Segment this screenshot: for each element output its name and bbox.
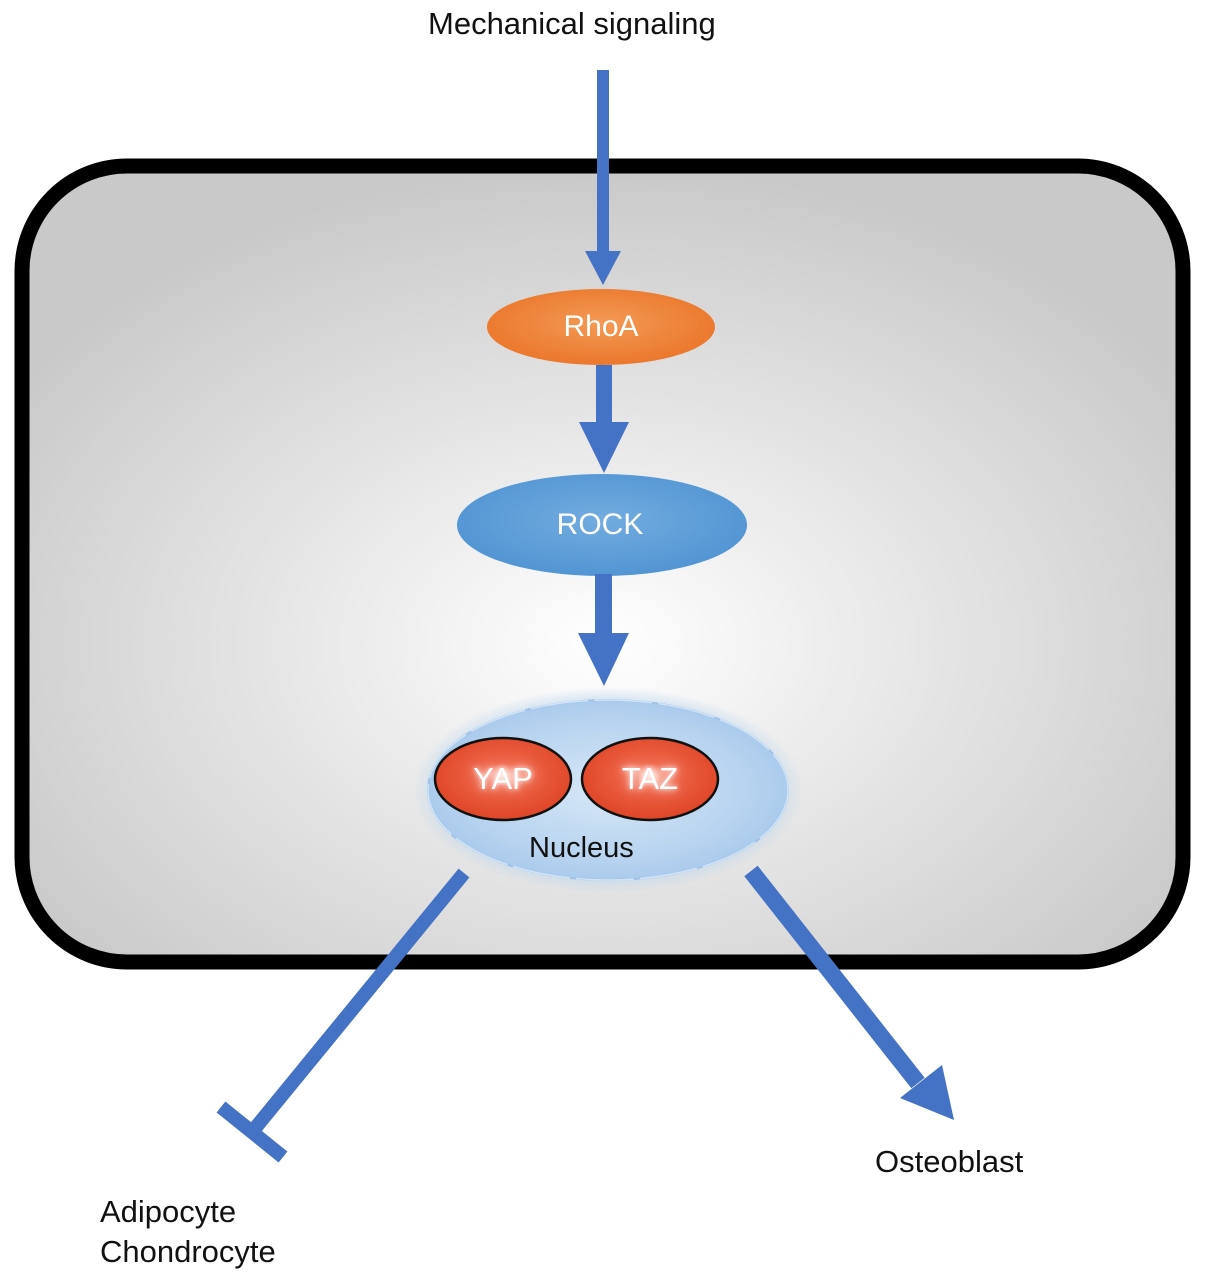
inhibition-arrow-adipocyte [216,868,470,1163]
osteoblast-label: Osteoblast [875,1144,1024,1179]
adipocyte-label: Adipocyte [100,1194,237,1229]
rhoa-label: RhoA [563,310,639,343]
rock-node [457,474,747,576]
rhoa-node [487,289,715,365]
taz-node [580,736,720,822]
arrow-rock-to-nucleus [578,574,629,686]
taz-label: TAZ [621,761,679,796]
activation-arrow-osteoblast [744,865,954,1120]
rock-label: ROCK [556,508,644,541]
arrow-rhoa-to-rock [579,365,629,473]
mechanical-signaling-label: Mechanical signaling [428,6,716,41]
arrow-signal-to-rhoa [585,70,621,285]
chondrocyte-label: Chondrocyte [100,1234,276,1269]
nucleus-label: Nucleus [529,832,634,864]
yap-node [433,736,573,822]
yap-label: YAP [473,761,533,796]
